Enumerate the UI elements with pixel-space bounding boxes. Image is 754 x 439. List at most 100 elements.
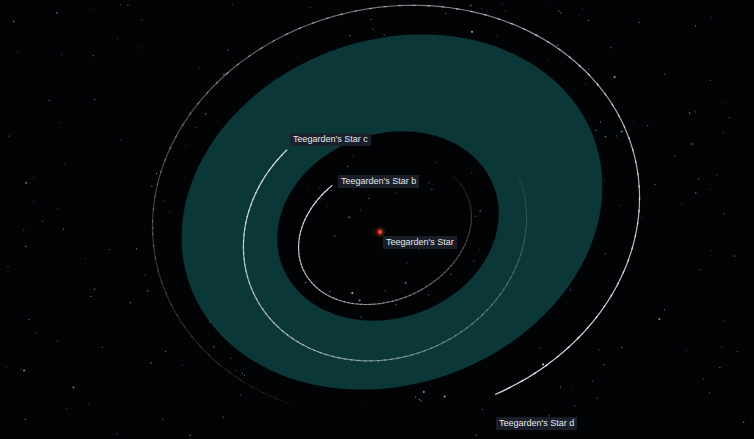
star-dot <box>470 4 472 6</box>
star-dot <box>169 211 170 212</box>
star-dot <box>574 405 575 406</box>
star-dot <box>244 375 245 376</box>
star-dot <box>423 391 425 393</box>
star-dot <box>419 399 420 400</box>
star-dot <box>599 349 600 350</box>
star-dot <box>632 121 633 122</box>
star-dot <box>240 394 241 395</box>
star-dot <box>698 178 699 179</box>
star-dot <box>310 7 311 8</box>
star-dot <box>695 25 696 26</box>
star-dot <box>579 15 580 16</box>
star-dot <box>710 189 711 190</box>
star-dot <box>620 205 621 206</box>
star-dot <box>695 192 696 193</box>
star-dot <box>384 34 385 35</box>
star-dot <box>428 294 429 295</box>
star-dot <box>592 380 593 381</box>
star-dot <box>227 50 228 51</box>
star-dot <box>360 210 361 211</box>
star-dot <box>49 100 50 101</box>
star-dot <box>205 113 206 114</box>
star-dot <box>163 200 164 201</box>
host-star <box>378 230 383 235</box>
planet-label: Teegarden's Star b <box>338 175 419 188</box>
star-dot <box>428 182 429 183</box>
star-dot <box>476 435 477 436</box>
star-dot <box>435 162 436 163</box>
star-dot <box>595 130 596 131</box>
starfield <box>6 2 745 436</box>
star-dot <box>560 387 561 388</box>
star-dot <box>195 127 196 128</box>
star-dot <box>93 8 94 9</box>
star-dot <box>102 347 103 348</box>
star-dot <box>415 396 416 397</box>
star-dot <box>681 203 682 204</box>
star-dot <box>605 136 606 137</box>
star-dot <box>371 19 372 20</box>
star-dot <box>351 292 353 294</box>
star-dot <box>647 125 648 126</box>
star-dot <box>25 182 27 184</box>
star-dot <box>368 198 369 199</box>
star-dot <box>57 340 58 341</box>
star-dot <box>25 419 26 420</box>
star-dot <box>604 364 605 365</box>
star-dot <box>664 309 665 310</box>
star-dot <box>721 346 722 347</box>
star-dot <box>686 350 687 351</box>
star-dot <box>66 408 67 409</box>
star-dot <box>502 4 503 5</box>
star-dot <box>28 319 29 320</box>
star-dot <box>396 304 397 305</box>
star-dot <box>558 10 559 11</box>
star-dot <box>33 177 34 178</box>
star-dot <box>444 395 446 397</box>
habitable-zone <box>182 34 603 389</box>
star-dot <box>724 213 725 214</box>
orbit-b <box>299 176 472 304</box>
star-dot <box>385 290 386 291</box>
star-dot <box>21 368 22 369</box>
star-dot <box>147 290 148 291</box>
star-dot <box>308 189 309 190</box>
planet-label: Teegarden's Star d <box>496 417 577 430</box>
star-dot <box>223 417 224 418</box>
star-dot <box>616 135 617 136</box>
star-dot <box>57 208 58 209</box>
star-dot <box>473 261 474 262</box>
star-dot <box>471 172 472 173</box>
star-dot <box>542 363 544 365</box>
star-dot <box>406 262 407 263</box>
star-dot <box>162 419 163 420</box>
star-dot <box>723 132 724 133</box>
orbit-segment <box>275 398 291 404</box>
star-dot <box>138 47 139 48</box>
star-dot <box>621 347 622 348</box>
star-dot <box>130 302 131 303</box>
star-dot <box>703 379 704 380</box>
star-dot <box>729 117 730 118</box>
star-dot <box>547 60 548 61</box>
star-dot <box>550 2 551 3</box>
star-dot <box>190 435 191 436</box>
star-dot <box>93 55 94 56</box>
star-dot <box>450 274 451 275</box>
star-dot <box>479 210 481 212</box>
star-dot <box>141 20 142 21</box>
star-dot <box>689 112 690 113</box>
star-dot <box>61 54 62 55</box>
star-dot <box>136 248 137 249</box>
star-dot <box>719 367 720 368</box>
star-dot <box>725 102 726 103</box>
star-dot <box>120 140 121 141</box>
star-dot <box>479 249 480 250</box>
star-dot <box>34 201 35 202</box>
star-dot <box>327 206 328 207</box>
star-dot <box>695 111 696 112</box>
star-dot <box>604 180 605 181</box>
star-dot <box>305 282 306 283</box>
